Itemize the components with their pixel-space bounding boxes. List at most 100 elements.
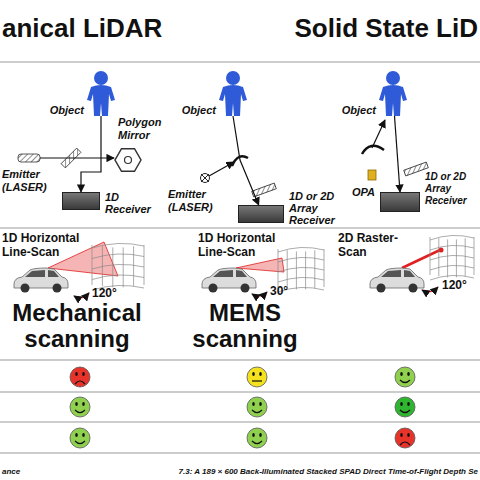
figure-label: 1D Horizontal Line-Scan bbox=[198, 232, 290, 260]
illustration-part bbox=[75, 441, 85, 444]
illustration-part bbox=[407, 433, 410, 437]
object-label: Object bbox=[182, 104, 216, 116]
illustration-part bbox=[247, 367, 267, 387]
rating-faces bbox=[70, 367, 415, 448]
separator-lines bbox=[0, 62, 480, 453]
illustration-part bbox=[296, 251, 297, 289]
illustration-part bbox=[252, 441, 262, 444]
illustration-part bbox=[400, 372, 403, 376]
illustration-part bbox=[259, 433, 262, 437]
scan-screens bbox=[92, 235, 474, 292]
illustration-part bbox=[209, 284, 218, 293]
illustration-part bbox=[0, 228, 480, 229]
figure-label: Emitter (LASER) bbox=[2, 168, 54, 193]
illustration-part bbox=[92, 243, 144, 248]
person-head bbox=[226, 71, 240, 85]
illustration-part bbox=[201, 174, 210, 183]
illustration-part bbox=[430, 255, 474, 260]
receiver-label: 1D Receiver bbox=[105, 191, 157, 215]
slide-heading: Solid State LiD bbox=[295, 14, 478, 42]
person-icon bbox=[218, 70, 248, 116]
illustration-part bbox=[395, 397, 415, 417]
illustration-part bbox=[247, 428, 267, 448]
illustration-part bbox=[247, 397, 267, 417]
illustration-part bbox=[0, 422, 480, 423]
illustration-part bbox=[395, 428, 415, 448]
illustration-part bbox=[202, 268, 256, 293]
illustration-part bbox=[409, 284, 418, 293]
illustration-part bbox=[252, 292, 267, 296]
illustration-part bbox=[430, 265, 474, 270]
illustration-part bbox=[395, 397, 415, 417]
illustration-part bbox=[82, 433, 85, 437]
figure-label: MEMS scanning bbox=[170, 300, 320, 352]
person-body bbox=[87, 85, 115, 116]
figure-label: 120° bbox=[442, 279, 467, 293]
illustration-part bbox=[75, 381, 85, 384]
illustration-part bbox=[474, 237, 475, 275]
illustration-part bbox=[247, 428, 267, 448]
object-label: Object bbox=[50, 104, 84, 116]
light-path bbox=[233, 116, 259, 205]
figure-label: Emitter (LASER) bbox=[168, 188, 220, 213]
illustration-part bbox=[430, 245, 474, 250]
person-body bbox=[379, 85, 407, 116]
cars bbox=[14, 268, 424, 293]
illustration-part bbox=[407, 402, 410, 406]
mems-optics bbox=[201, 156, 277, 197]
illustration-part bbox=[102, 246, 103, 286]
figure-label: 30° bbox=[270, 285, 288, 299]
object-figure: Object bbox=[378, 70, 408, 116]
illustration-part bbox=[278, 267, 324, 272]
illustration-part bbox=[252, 372, 255, 376]
illustration-part bbox=[402, 250, 440, 268]
illustration-part bbox=[252, 410, 262, 413]
person-body bbox=[219, 85, 247, 116]
illustration-part bbox=[82, 402, 85, 406]
illustration-part bbox=[14, 268, 68, 293]
illustration-part bbox=[21, 284, 30, 293]
illustration-part bbox=[75, 433, 78, 437]
illustration-part bbox=[75, 372, 78, 376]
illustration-part bbox=[92, 254, 144, 259]
illustration-part bbox=[430, 235, 474, 240]
illustration-part bbox=[252, 183, 277, 197]
illustration-part bbox=[92, 245, 93, 285]
illustration-part bbox=[324, 249, 325, 287]
illustration-part bbox=[18, 154, 40, 162]
illustration-part bbox=[381, 270, 415, 277]
object-label: Object bbox=[342, 104, 376, 116]
illustration-part bbox=[259, 402, 262, 406]
light-path bbox=[395, 116, 401, 192]
footer-text: 7.3: A 189 × 600 Back-Illuminated Stacke… bbox=[179, 467, 478, 476]
illustration-part bbox=[395, 428, 415, 448]
slide-heading: anical LiDAR bbox=[2, 14, 162, 42]
illustration-part bbox=[247, 367, 267, 387]
illustration-part bbox=[252, 402, 255, 406]
illustration-part bbox=[465, 238, 466, 276]
receiver-box: 1D Receiver bbox=[62, 192, 100, 210]
illustration-part bbox=[133, 246, 134, 286]
illustration-part bbox=[70, 367, 90, 387]
illustration-part bbox=[447, 239, 448, 277]
illustration-part bbox=[201, 174, 209, 182]
illustration-part bbox=[53, 284, 62, 293]
receiver-box: 1D or 2D Array Receiver bbox=[238, 205, 284, 223]
illustration-part bbox=[400, 433, 403, 437]
illustration-part bbox=[125, 157, 132, 164]
illustration-part bbox=[372, 120, 385, 148]
figure-label: 2D Raster-Scan bbox=[338, 232, 416, 260]
figure-label: OPA bbox=[352, 186, 375, 199]
receiver-label: 1D or 2D Array Receiver bbox=[289, 190, 351, 226]
person-head bbox=[386, 71, 400, 85]
illustration-part bbox=[400, 380, 410, 383]
figure-label: Mechanical scanning bbox=[2, 300, 152, 352]
illustration-part bbox=[40, 157, 114, 158]
figure-label: 120° bbox=[92, 287, 117, 301]
illustration-part bbox=[92, 264, 144, 269]
illustration-part bbox=[0, 360, 480, 361]
figure-label: 1D Horizontal Line-Scan bbox=[2, 232, 94, 260]
illustration-part bbox=[439, 248, 444, 253]
illustration-part bbox=[252, 433, 255, 437]
